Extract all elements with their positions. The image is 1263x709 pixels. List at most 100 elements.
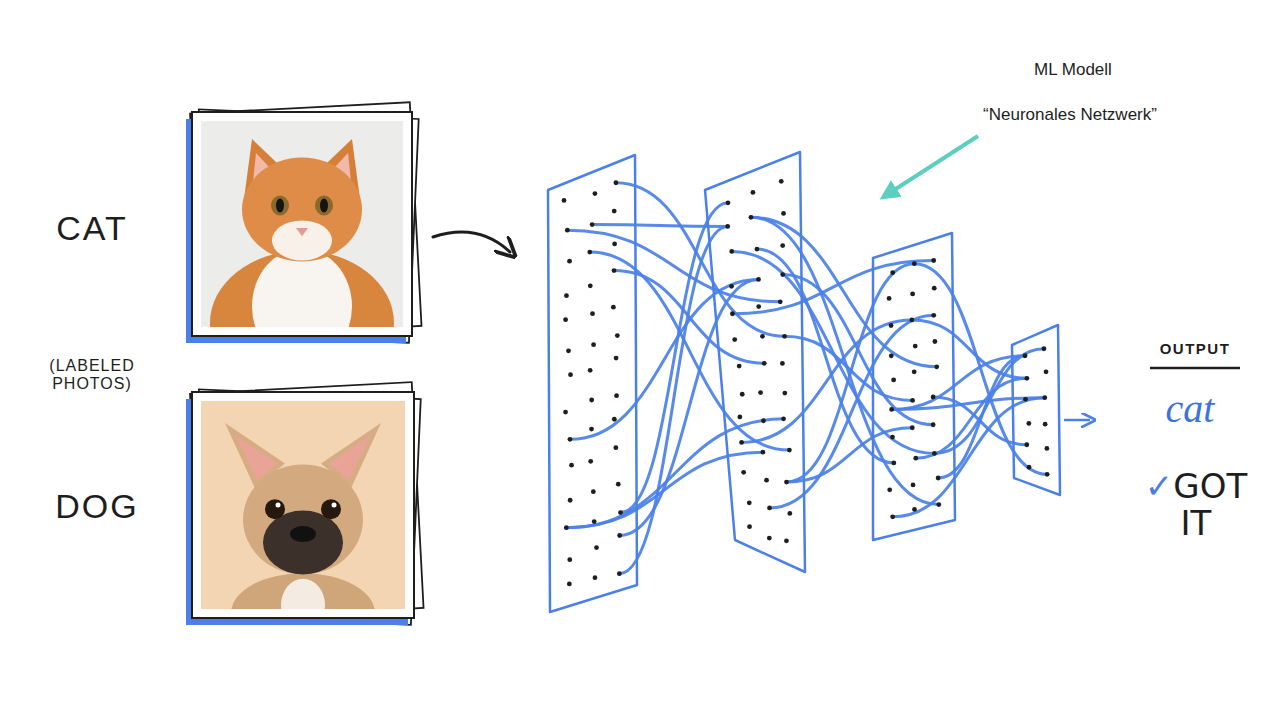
neuron-dot <box>1042 346 1047 351</box>
network-connection <box>614 271 764 364</box>
neuron-dot <box>784 538 789 543</box>
neuron-dot <box>891 377 896 382</box>
neuron-dot <box>612 268 617 273</box>
neuron-dot <box>891 461 896 466</box>
neuron-dot <box>1044 446 1049 451</box>
network-connection <box>770 315 934 508</box>
output-arrow <box>1064 419 1090 422</box>
class-label: DOG <box>55 487 138 526</box>
neuron-dot <box>566 348 571 353</box>
neuron-dot <box>590 222 595 227</box>
neuron-dot <box>910 292 915 297</box>
result-note: ✓GOT IT <box>1140 468 1252 543</box>
neuron-dot <box>563 410 568 415</box>
neuron-dot <box>913 456 918 461</box>
network-connection <box>742 320 912 443</box>
network-connection <box>914 264 1047 475</box>
neuron-dot <box>1026 421 1031 426</box>
neuron-dot <box>589 398 594 403</box>
neuron-dot <box>758 390 763 395</box>
network-connection <box>621 203 728 513</box>
neuron-dot <box>587 250 592 255</box>
neuron-dot <box>931 395 936 400</box>
neuron-dot <box>741 470 746 475</box>
neuron-dot <box>936 476 941 481</box>
neuron-dot <box>932 451 937 456</box>
neuron-dot <box>618 510 623 515</box>
output-underline <box>1150 367 1240 370</box>
cat-pupil <box>320 198 328 212</box>
dog-eye <box>265 499 285 519</box>
neuron-dot <box>890 435 895 440</box>
photos-note: (LABELED PHOTOS) <box>40 357 144 393</box>
neuron-dot <box>756 277 761 282</box>
neuron-dot <box>787 511 792 516</box>
dog-eye-glint <box>276 503 281 508</box>
neuron-dot <box>912 261 917 266</box>
neuron-dot <box>562 198 567 203</box>
network-connection <box>751 217 937 366</box>
neuron-dot <box>568 437 573 442</box>
neuron-dot <box>910 425 915 430</box>
neuron-dot <box>726 200 731 205</box>
network-connection <box>732 260 933 313</box>
neuron-dot <box>563 317 568 322</box>
neuron-dot <box>1023 397 1028 402</box>
neuron-dot <box>1044 369 1049 374</box>
neuron-dot <box>912 369 917 374</box>
neuron-dot <box>747 524 752 529</box>
neuron-dot <box>767 536 772 541</box>
dog-photo-stack <box>186 382 424 653</box>
neuron-dot <box>1045 472 1050 477</box>
neuron-dot <box>725 224 730 229</box>
class-label: CAT <box>56 209 127 248</box>
neuron-dot <box>591 489 596 494</box>
neuron-dot <box>931 422 936 427</box>
network-connection <box>619 226 727 573</box>
neuron-dot <box>1024 376 1029 381</box>
neuron-dot <box>1027 465 1032 470</box>
dog-chest <box>281 579 325 609</box>
neuron-dot <box>614 393 619 398</box>
neuron-dot <box>615 333 620 338</box>
neuron-dot <box>613 445 618 450</box>
neuron-dot <box>932 286 937 291</box>
neuron-dot <box>588 459 593 464</box>
neuron-dot <box>565 228 570 233</box>
neuron-dot <box>617 571 622 576</box>
neuron-dot <box>593 191 598 196</box>
neuron-dot <box>616 482 621 487</box>
dog-body <box>231 573 375 609</box>
neuron-dot <box>778 299 783 304</box>
dog-nose <box>290 526 316 542</box>
neuron-dot <box>782 334 787 339</box>
dog-eye-glint <box>332 503 337 508</box>
cat-head <box>242 158 362 262</box>
neuron-dot <box>781 416 786 421</box>
network-connection <box>592 225 728 227</box>
neuron-dot <box>780 243 785 248</box>
neuron-dot <box>593 575 598 580</box>
neuron-dot <box>614 356 619 361</box>
neuron-dot <box>762 361 767 366</box>
dog-head <box>243 465 363 575</box>
network-connection <box>933 397 1027 445</box>
neuron-dot <box>737 364 742 369</box>
neuron-dot <box>756 304 761 309</box>
neuron-dot <box>737 414 742 419</box>
neuron-dot <box>591 342 596 347</box>
dog-photo <box>201 401 405 609</box>
neuron-dot <box>740 392 745 397</box>
neuron-dot <box>590 311 595 316</box>
neuron-dot <box>760 334 765 339</box>
neuron-dot <box>589 427 594 432</box>
network-connection <box>893 398 1045 517</box>
network-connection <box>567 230 780 302</box>
neuron-dot <box>781 211 786 216</box>
neuron-dot <box>913 344 918 349</box>
neuron-dot <box>747 500 752 505</box>
neuron-dot <box>592 519 597 524</box>
neuron-dot <box>1024 442 1029 447</box>
neuron-dot <box>567 557 572 562</box>
